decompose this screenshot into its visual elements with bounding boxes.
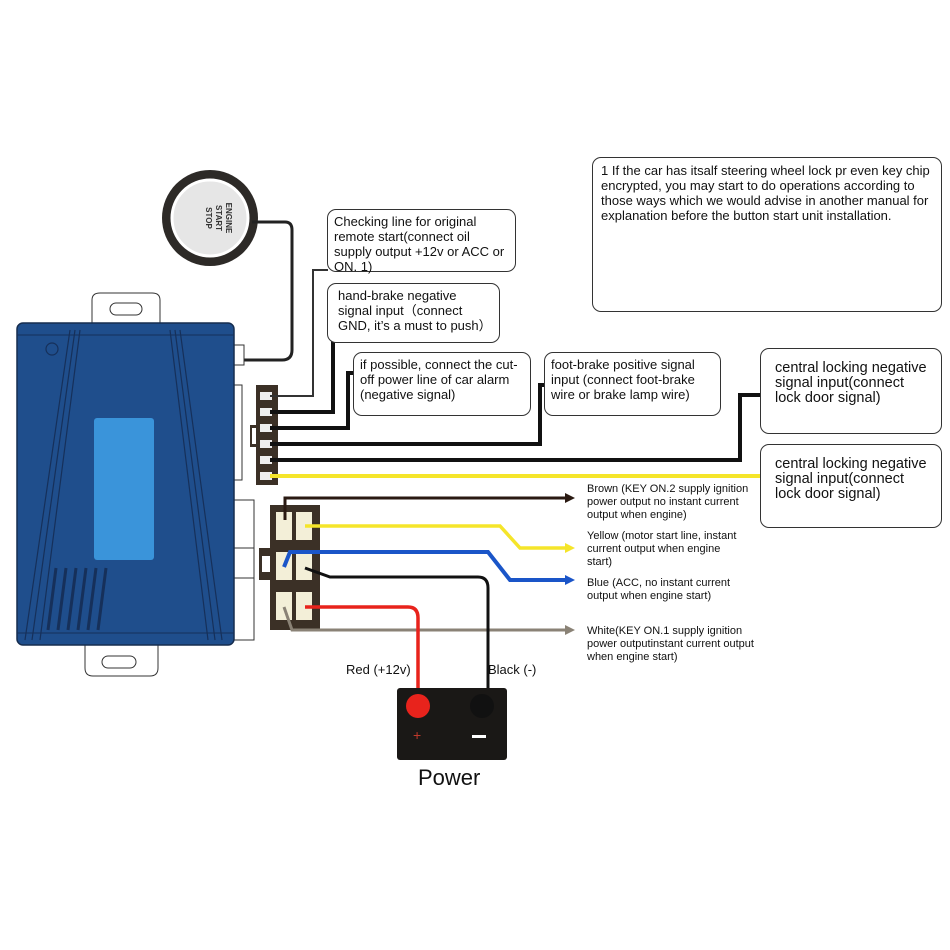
module-label-window	[94, 418, 154, 560]
callout-central-lock-1: central locking negative signal input(co…	[760, 348, 942, 434]
wire-alarm-cutoff	[270, 371, 355, 430]
callout-central-lock-2: central locking negative signal input(co…	[760, 444, 942, 528]
callout-hand-brake: hand-brake negative signal input（connect…	[327, 283, 500, 343]
wire-hand-brake	[270, 340, 335, 414]
wire-foot-brake	[270, 383, 546, 446]
wire-remote-check	[270, 269, 328, 397]
label-white-wire: White(KEY ON.1 supply ignition power out…	[587, 625, 754, 663]
signal-connector	[250, 385, 278, 485]
callout-remote-check: Checking line for original remote start(…	[327, 209, 516, 274]
label-brown-wire: Brown (KEY ON.2 supply ignition power ou…	[587, 483, 749, 521]
note-text: 1 If the car has itsalf steering wheel l…	[601, 163, 930, 223]
label-red-positive: Red (+12v)	[346, 662, 411, 677]
installation-note: 1 If the car has itsalf steering wheel l…	[592, 157, 942, 312]
button-cable	[242, 220, 294, 362]
button-face	[170, 178, 250, 258]
power-connector	[259, 505, 320, 630]
wire-yellow	[305, 524, 575, 553]
wire-red-positive	[305, 605, 420, 700]
start-stop-button[interactable]: ENGINE START STOP	[162, 170, 258, 266]
label-blue-wire: Blue (ACC, no instant current output whe…	[587, 577, 731, 602]
wire-blue	[282, 550, 575, 585]
power-battery: +	[397, 688, 507, 760]
label-yellow-wire: Yellow (motor start line, instant curren…	[587, 530, 737, 568]
button-text-start: START	[214, 205, 223, 231]
button-text-engine: ENGINE	[224, 203, 233, 234]
wire-gray	[282, 606, 575, 635]
positive-terminal	[406, 694, 430, 718]
label-black-negative: Black (-)	[488, 662, 537, 677]
wire-brown	[283, 493, 575, 520]
positive-symbol: +	[413, 727, 421, 743]
negative-symbol	[472, 735, 486, 738]
power-title: Power	[418, 765, 481, 790]
control-module	[16, 322, 235, 646]
module-side-port	[231, 547, 255, 579]
callout-alarm-cutoff: if possible, connect the cut-off power l…	[353, 352, 531, 416]
negative-terminal	[470, 694, 494, 718]
wire-black-negative	[304, 566, 490, 700]
button-text-stop: STOP	[204, 207, 213, 229]
callout-foot-brake: foot-brake positive signal input (connec…	[544, 352, 721, 416]
module-mount-bottom	[84, 644, 159, 677]
module-mount-top	[91, 292, 161, 326]
wire-central-lock-1	[270, 393, 760, 462]
